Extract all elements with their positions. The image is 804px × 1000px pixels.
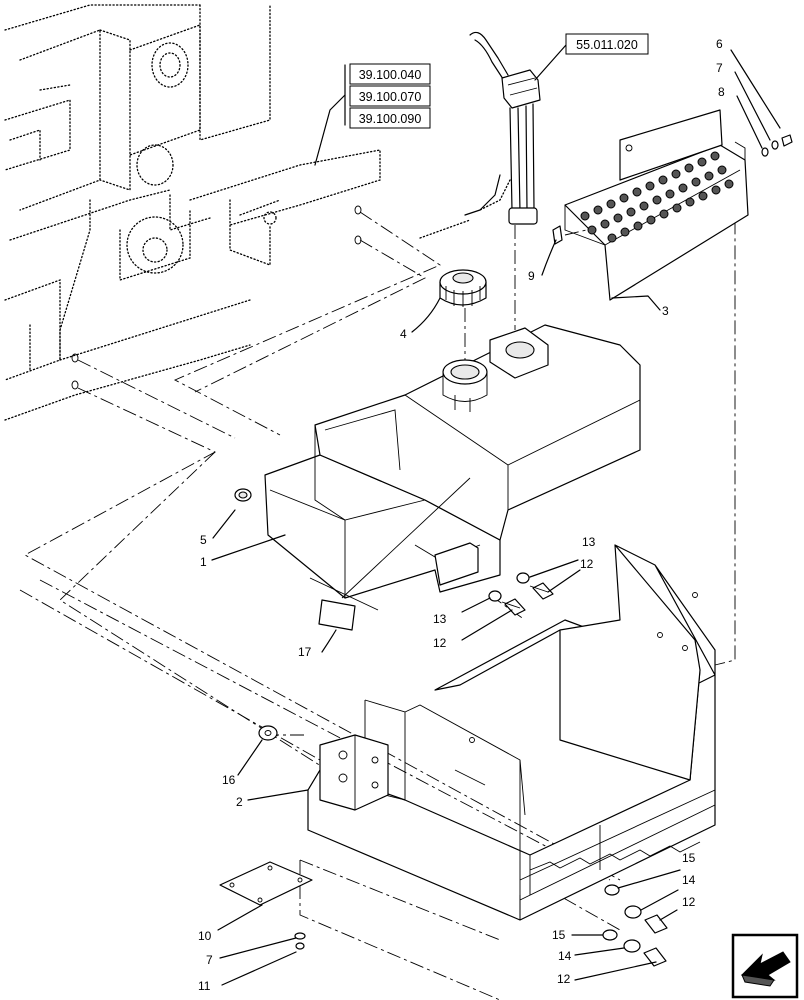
reference-box-group-39: 39.100.040 39.100.070 39.100.090 — [314, 63, 431, 166]
callout-6: 6 — [716, 37, 723, 51]
ref-label-39-100-040: 39.100.040 — [359, 68, 422, 82]
callout-9: 9 — [528, 269, 535, 283]
callout-12-lower-a: 12 — [682, 895, 696, 909]
callout-4: 4 — [400, 327, 407, 341]
callout-15-upper: 15 — [682, 851, 696, 865]
callout-3: 3 — [662, 304, 669, 318]
ref-box-39-100-090[interactable]: 39.100.090 — [349, 107, 431, 129]
ref-label-39-100-070: 39.100.070 — [359, 90, 422, 104]
guard-perforations — [580, 151, 734, 243]
callout-14-upper: 14 — [682, 873, 696, 887]
tank-support-tray — [307, 544, 716, 921]
fuel-tank — [264, 324, 641, 599]
callout-2: 2 — [236, 795, 243, 809]
ref-label-39-100-090: 39.100.090 — [359, 112, 422, 126]
grommet — [234, 488, 252, 502]
callout-11: 11 — [198, 979, 211, 993]
machine-frame-outline — [4, 4, 511, 421]
fuel-sender-unit — [464, 31, 541, 225]
callout-leaders — [211, 49, 781, 986]
cover-screw — [294, 932, 306, 950]
perforated-guard — [564, 109, 749, 301]
guard-hardware — [552, 134, 793, 245]
callout-12-lower-b: 12 — [557, 972, 571, 986]
callout-5: 5 — [200, 533, 207, 547]
ref-label-55-011-020: 55.011.020 — [576, 38, 638, 52]
previous-page-arrow-icon[interactable] — [731, 933, 799, 999]
ref-box-55-011-020[interactable]: 55.011.020 — [534, 33, 649, 81]
decal-label — [309, 477, 471, 631]
callout-12-upper: 12 — [580, 557, 594, 571]
callout-numbers: 1 2 3 4 5 6 7 8 9 10 7 11 12 12 12 12 13… — [198, 37, 725, 993]
callout-7-cover: 7 — [206, 953, 213, 967]
frame-mount-holes — [71, 205, 362, 390]
ref-box-39-100-070[interactable]: 39.100.070 — [349, 85, 431, 107]
access-cover-plate — [219, 861, 313, 906]
fuel-cap — [439, 269, 487, 307]
callout-1: 1 — [200, 555, 207, 569]
callout-16: 16 — [222, 773, 236, 787]
callout-17: 17 — [298, 645, 312, 659]
tray-fasteners — [488, 572, 668, 967]
callout-12-mid: 12 — [433, 636, 447, 650]
callout-10: 10 — [198, 929, 212, 943]
ref-box-39-100-040[interactable]: 39.100.040 — [349, 63, 431, 85]
washer-16 — [258, 725, 278, 741]
callout-13-lower: 13 — [433, 612, 447, 626]
callout-8: 8 — [718, 85, 725, 99]
callout-15-lower: 15 — [552, 928, 566, 942]
callout-14-lower: 14 — [558, 949, 572, 963]
callout-13-upper: 13 — [582, 535, 596, 549]
callout-7-guard: 7 — [716, 61, 723, 75]
